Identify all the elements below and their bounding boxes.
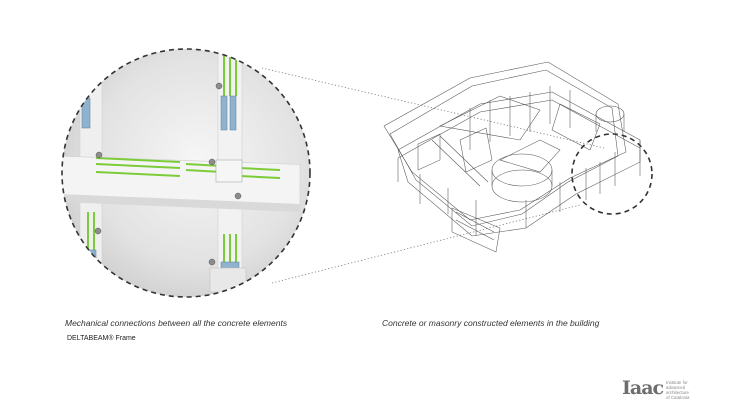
logo-text: Institute for advanced architecture of C… [666, 380, 722, 400]
connector-lines [261, 67, 605, 284]
logo-line-4: of Catalonia [666, 395, 690, 400]
zoom-detail-circle [61, 48, 311, 298]
logo-line-1: Institute for [666, 380, 688, 385]
detail-circle-small [571, 133, 653, 215]
connector-top [261, 67, 605, 149]
logo-line-3: architecture [666, 390, 689, 395]
bolt-markers [94, 82, 242, 266]
logo-line-2: advanced [666, 385, 686, 390]
caption-left: Mechanical connections between all the c… [65, 318, 288, 328]
logo-mark: Iaac [622, 377, 664, 399]
base-plinth-right [209, 267, 247, 293]
caption-right: Concrete or masonry constructed elements… [382, 318, 600, 328]
iaac-logo: Iaac Institute for advanced architecture… [622, 377, 722, 403]
building-wireframe [383, 61, 641, 253]
caption-left-sub: DELTABEAM® Frame [67, 335, 136, 342]
beam-shadow [62, 194, 300, 212]
connector-bottom [271, 204, 581, 284]
